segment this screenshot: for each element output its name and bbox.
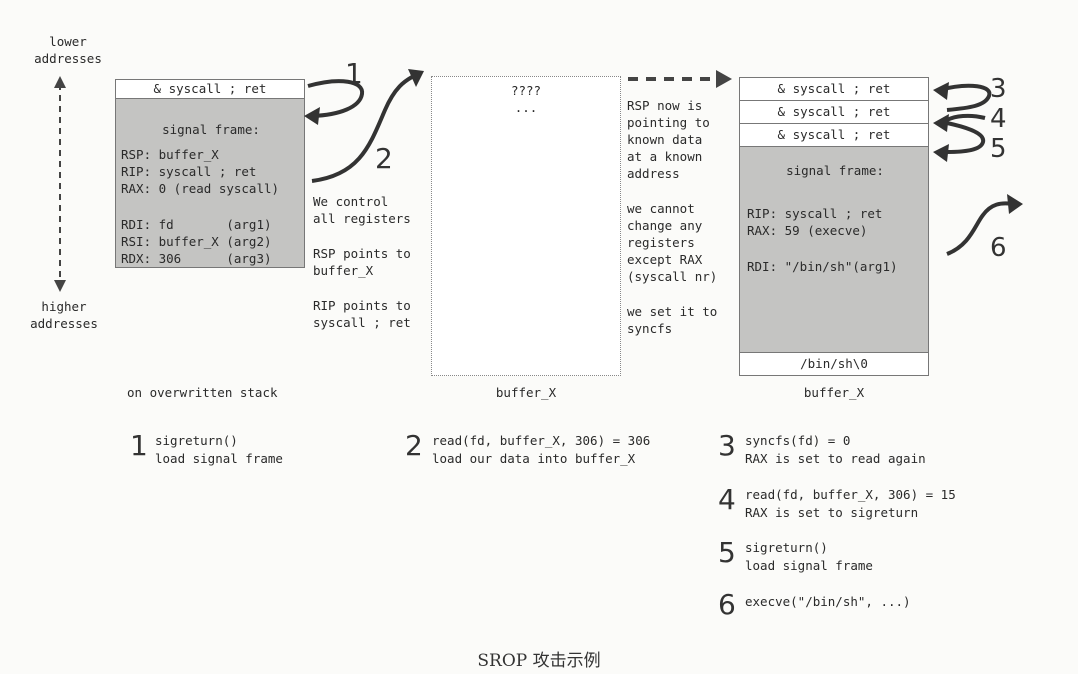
buffer2-row-1: & syscall ; ret xyxy=(739,77,929,101)
arrow-number-4: 4 xyxy=(990,104,1007,134)
stack1-rdi: RDI: fd (arg1) xyxy=(121,217,272,232)
notes2-line: (syscall nr) xyxy=(627,269,718,284)
stack1-rsp: RSP: buffer_X xyxy=(121,147,219,162)
notes1-line: RIP points to xyxy=(313,298,411,313)
arrow-number-2: 2 xyxy=(375,142,393,175)
arrow-number-3: 3 xyxy=(990,74,1007,104)
step-1-line-1: sigreturn() xyxy=(155,433,238,448)
buffer2-row-3-text: & syscall ; ret xyxy=(777,127,891,142)
buffer2-rax: RAX: 59 (execve) xyxy=(747,223,868,238)
step-1-number: 1 xyxy=(130,429,148,462)
arrow-number-6: 6 xyxy=(990,233,1007,263)
notes2-line: pointing to xyxy=(627,115,710,130)
buffer1-box: ???? ... xyxy=(431,76,621,376)
stack1-rax: RAX: 0 (read syscall) xyxy=(121,181,280,196)
notes2-line: RSP now is xyxy=(627,98,703,113)
buffer2-caption: buffer_X xyxy=(803,385,865,400)
buffer2-rdi: RDI: "/bin/sh"(arg1) xyxy=(747,259,898,274)
notes2-line: except RAX xyxy=(627,252,703,267)
notes2-line: change any xyxy=(627,218,703,233)
arrows-3-6 xyxy=(933,82,1023,256)
figure-caption: SROP 攻击示例 xyxy=(477,651,601,671)
step-5-line-2: load signal frame xyxy=(745,558,873,573)
buffer2-row-3: & syscall ; ret xyxy=(739,123,929,147)
step-2-line-2: load our data into buffer_X xyxy=(432,451,636,466)
stack1-rsi: RSI: buffer_X (arg2) xyxy=(121,234,272,249)
buffer2-row-1-text: & syscall ; ret xyxy=(777,81,891,96)
stack1-caption: on overwritten stack xyxy=(127,385,278,400)
step-6-line-1: execve("/bin/sh", ...) xyxy=(745,594,911,609)
stack1-frame-title: signal frame: xyxy=(162,122,260,137)
arrows-1-2 xyxy=(304,69,424,183)
step-3-number: 3 xyxy=(718,429,736,462)
buffer2-frame-title: signal frame: xyxy=(786,163,884,178)
higher-addresses-label: higher addresses xyxy=(24,298,104,332)
lower-addresses-text: lower addresses xyxy=(34,34,102,66)
stack1-rdx: RDX: 306 (arg3) xyxy=(121,251,272,266)
arrow-number-1: 1 xyxy=(345,57,363,90)
step-4-line-1: read(fd, buffer_X, 306) = 15 xyxy=(745,487,956,502)
notes2-line: known data xyxy=(627,132,703,147)
notes1-line: RSP points to xyxy=(313,246,411,261)
address-axis-arrow xyxy=(54,76,66,292)
buffer2-rip: RIP: syscall ; ret xyxy=(747,206,883,221)
notes1-line: We control xyxy=(313,194,389,209)
buffer2-signal-frame: signal frame: RIP: syscall ; ret RAX: 59… xyxy=(739,146,929,353)
buffer2-binsh-cell: /bin/sh\0 xyxy=(739,352,929,376)
stack1-top-text: & syscall ; ret xyxy=(153,81,267,96)
notes2-line: we cannot xyxy=(627,201,695,216)
notes1: We control all registers RSP points to b… xyxy=(313,193,411,331)
step-3-line-1: syncfs(fd) = 0 xyxy=(745,433,851,448)
buffer2-row-2-text: & syscall ; ret xyxy=(777,104,891,119)
higher-addresses-text: higher addresses xyxy=(30,299,98,331)
buffer1-caption: buffer_X xyxy=(495,385,557,400)
notes2: RSP now is pointing to known data at a k… xyxy=(627,97,717,337)
dashed-arrow xyxy=(628,70,732,88)
step-4-line-2: RAX is set to sigreturn xyxy=(745,505,919,520)
arrow-number-5: 5 xyxy=(990,134,1007,164)
step-3-line-2: RAX is set to read again xyxy=(745,451,926,466)
step-2-line-1: read(fd, buffer_X, 306) = 306 xyxy=(432,433,651,448)
notes2-line: address xyxy=(627,166,680,181)
step-4-number: 4 xyxy=(718,483,736,516)
stack1-signal-frame: signal frame: RSP: buffer_X RIP: syscall… xyxy=(115,98,305,268)
step-5-line-1: sigreturn() xyxy=(745,540,828,555)
notes2-line: at a known xyxy=(627,149,703,164)
stack1-syscall-ret-cell: & syscall ; ret xyxy=(115,79,305,99)
notes2-line: registers xyxy=(627,235,695,250)
buffer2-bottom-text: /bin/sh\0 xyxy=(800,356,868,371)
notes1-line: syscall ; ret xyxy=(313,315,411,330)
step-2-number: 2 xyxy=(405,429,423,462)
notes2-line: we set it to xyxy=(627,304,718,319)
lower-addresses-label: lower addresses xyxy=(28,33,108,67)
stack1-rip: RIP: syscall ; ret xyxy=(121,164,257,179)
step-5-number: 5 xyxy=(718,536,736,569)
notes1-line: buffer_X xyxy=(313,263,374,278)
buffer1-ellipsis: ... xyxy=(514,100,538,115)
buffer2-row-2: & syscall ; ret xyxy=(739,100,929,124)
notes2-line: syncfs xyxy=(627,321,673,336)
step-6-number: 6 xyxy=(718,588,736,621)
step-1-line-2: load signal frame xyxy=(155,451,283,466)
notes1-line: all registers xyxy=(313,211,411,226)
buffer1-unknown: ???? xyxy=(510,83,542,98)
